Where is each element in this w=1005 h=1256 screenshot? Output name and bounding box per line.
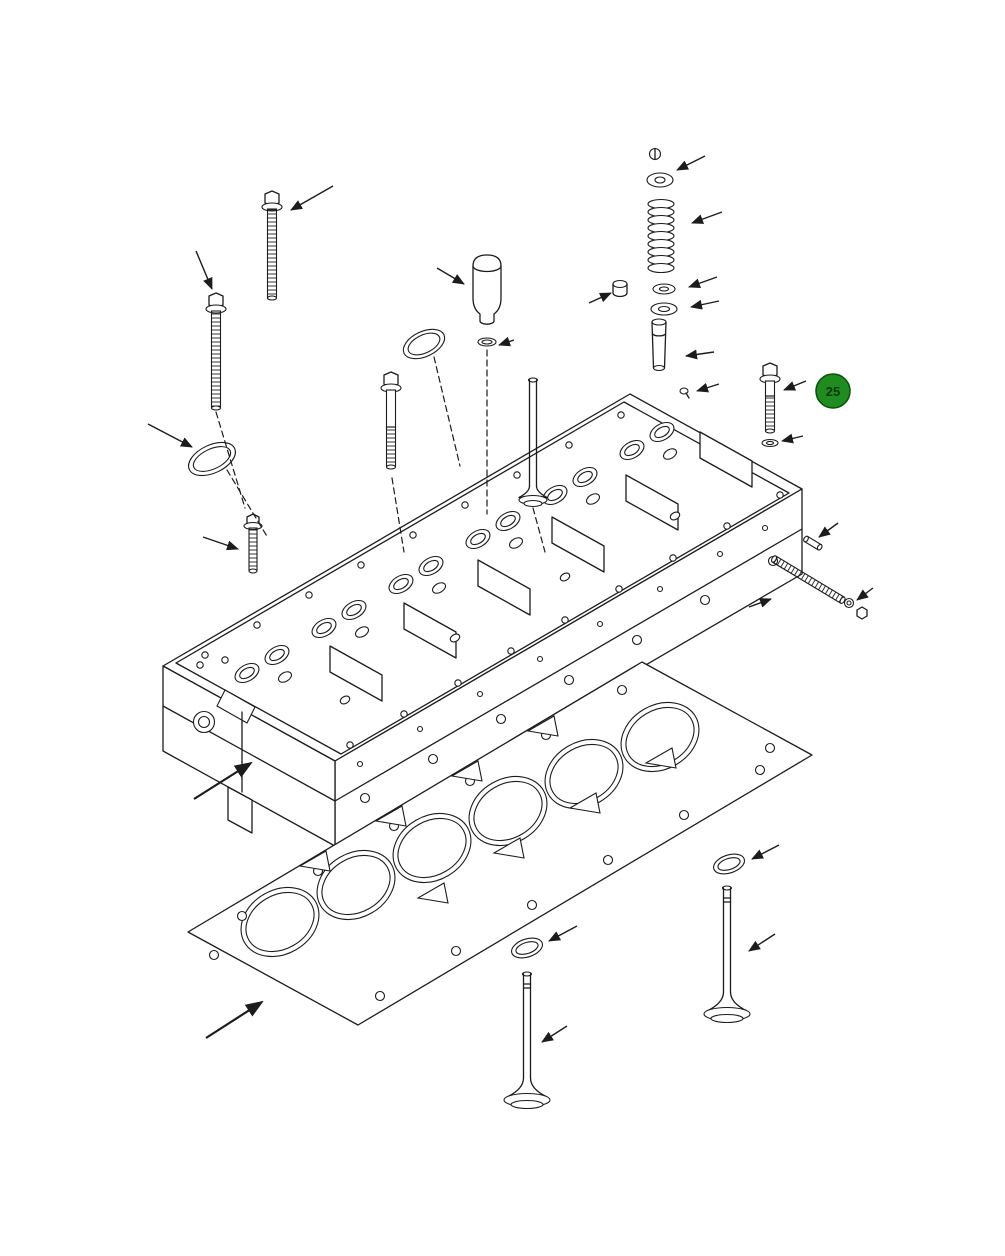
valve-mid — [518, 377, 548, 508]
gasket-cylinder-bores — [240, 701, 700, 958]
dowel-stud-small — [803, 535, 823, 551]
callout-circle[interactable] — [815, 373, 851, 409]
cup-plug-upper — [402, 328, 446, 360]
intake-valve — [503, 971, 551, 1110]
callout-number: 25 — [826, 384, 840, 399]
tappet-sleeve — [472, 254, 502, 347]
head-stud-long — [205, 292, 227, 411]
head-bolt-holes — [196, 411, 784, 749]
callout-25[interactable]: 25 — [815, 373, 851, 409]
alignment-dashes — [215, 349, 546, 553]
valve-stem-seal-left — [510, 937, 544, 959]
head-bolt-mid — [380, 371, 402, 470]
head-top-rim — [175, 401, 790, 755]
valve-spring — [647, 198, 675, 274]
valve-spring-retainer — [646, 172, 674, 188]
cup-plug-lower — [188, 441, 236, 477]
cylinder-head — [162, 393, 803, 847]
leader-arrows — [147, 155, 874, 1043]
head-bolt-25 — [759, 362, 781, 448]
front-face-bosses — [356, 524, 779, 804]
injector-bores — [277, 448, 678, 683]
head-bolt-long-1 — [261, 190, 283, 301]
exhaust-valve — [703, 885, 751, 1024]
set-screw — [679, 387, 690, 399]
head-end-tab — [227, 786, 253, 834]
head-pedestal-walls — [329, 431, 753, 702]
small-plug — [612, 279, 628, 298]
spring-seat-washers — [650, 283, 678, 316]
gasket-coolant-slots — [298, 715, 677, 904]
head-gasket — [187, 661, 813, 1026]
valve-keeper — [648, 147, 662, 161]
water-passages — [216, 511, 681, 724]
dowel-stud-long — [770, 555, 868, 620]
head-parting-line — [162, 528, 803, 802]
valve-guide — [651, 318, 667, 372]
valve-stem-seal-right — [712, 853, 746, 875]
left-face-port — [192, 710, 243, 793]
